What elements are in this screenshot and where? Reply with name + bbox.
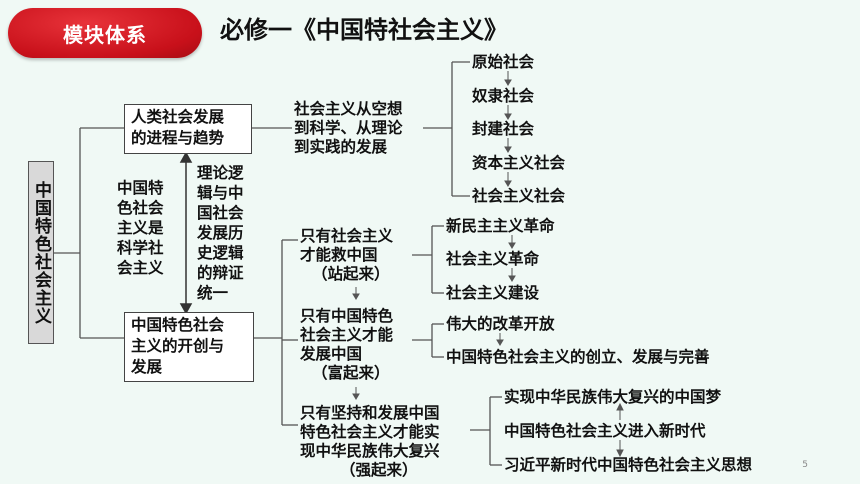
note-line: 理论逻 (197, 164, 244, 182)
branch-line: 现中华民族伟大复兴 (300, 442, 440, 460)
society-item: 社会主义社会 (472, 187, 566, 205)
branch-1-item: 新民主主义革命 (446, 217, 555, 235)
branch-line: 只有社会主义 (300, 227, 394, 245)
root-node: 中国特色社会主义 (28, 161, 54, 344)
branch-2-item: 中国特色社会主义的创立、发展与完善 (446, 348, 710, 366)
branch-line: （强起来） (340, 461, 418, 479)
module-badge: 模块体系 (8, 8, 202, 58)
node-line: 发展 (131, 358, 163, 376)
branch-2-item: 伟大的改革开放 (446, 315, 555, 333)
branch-utopia-to-science: 社会主义从空想 到科学、从理论 到实践的发展 (294, 100, 403, 157)
note-line: 国社会 (197, 204, 244, 222)
page-title: 必修一《中国特社会主义》 (220, 16, 508, 44)
note-line: 科学社 (117, 239, 164, 257)
middle-note: 理论逻 辑与中 国社会 发展历 史逻辑 的辩证 统一 (197, 163, 244, 303)
note-line: 发展历 (197, 224, 244, 242)
branch-1-item: 社会主义建设 (446, 284, 540, 302)
note-line: 中国特 (117, 179, 164, 197)
society-item: 原始社会 (472, 53, 535, 71)
node-society-development: 人类社会发展 的进程与趋势 (124, 104, 252, 154)
note-line: 主义是 (117, 219, 164, 237)
node-cs-socialism-development: 中国特色社会 主义的开创与 发展 (124, 312, 254, 382)
branch-line: 只有中国特色 (300, 307, 394, 325)
note-line: 史逻辑 (197, 244, 244, 262)
branch-line: 发展中国 (300, 345, 363, 363)
note-line: 会主义 (117, 259, 164, 277)
branch-rich: 只有中国特色 社会主义才能 发展中国 （富起来） (300, 307, 393, 383)
branch-line: 才能救中国 (300, 246, 378, 264)
branch-line: 到科学、从理论 (294, 119, 403, 137)
branch-line: 社会主义从空想 (294, 100, 403, 118)
branch-line: 到实践的发展 (294, 138, 388, 156)
branch-3-item: 实现中华民族伟大复兴的中国梦 (504, 388, 722, 406)
society-item: 封建社会 (472, 120, 535, 138)
branch-line: 只有坚持和发展中国 (300, 404, 440, 422)
node-line: 中国特色社会 (131, 316, 225, 334)
node-line: 主义的开创与 (131, 337, 225, 355)
branch-stand-up: 只有社会主义 才能救中国 （站起来） (300, 227, 393, 284)
society-item: 奴隶社会 (472, 87, 535, 105)
branch-line: （富起来） (312, 364, 390, 382)
branch-line: 特色社会主义才能实 (300, 423, 440, 441)
note-line: 统一 (197, 284, 229, 302)
note-line: 辑与中 (197, 184, 244, 202)
left-note: 中国特 色社会 主义是 科学社 会主义 (117, 178, 164, 278)
branch-line: （站起来） (312, 265, 390, 283)
node-line: 人类社会发展 (131, 108, 225, 126)
note-line: 色社会 (117, 199, 164, 217)
branch-3-item: 中国特色社会主义进入新时代 (504, 422, 706, 440)
branch-line: 社会主义才能 (300, 326, 394, 344)
branch-3-item: 习近平新时代中国特色社会主义思想 (504, 456, 753, 474)
page-number: 5 (802, 460, 808, 470)
note-line: 的辩证 (197, 264, 244, 282)
society-item: 资本主义社会 (472, 154, 566, 172)
node-line: 的进程与趋势 (131, 129, 225, 147)
branch-strong: 只有坚持和发展中国 特色社会主义才能实 现中华民族伟大复兴 （强起来） (300, 404, 440, 480)
branch-1-item: 社会主义革命 (446, 250, 540, 268)
